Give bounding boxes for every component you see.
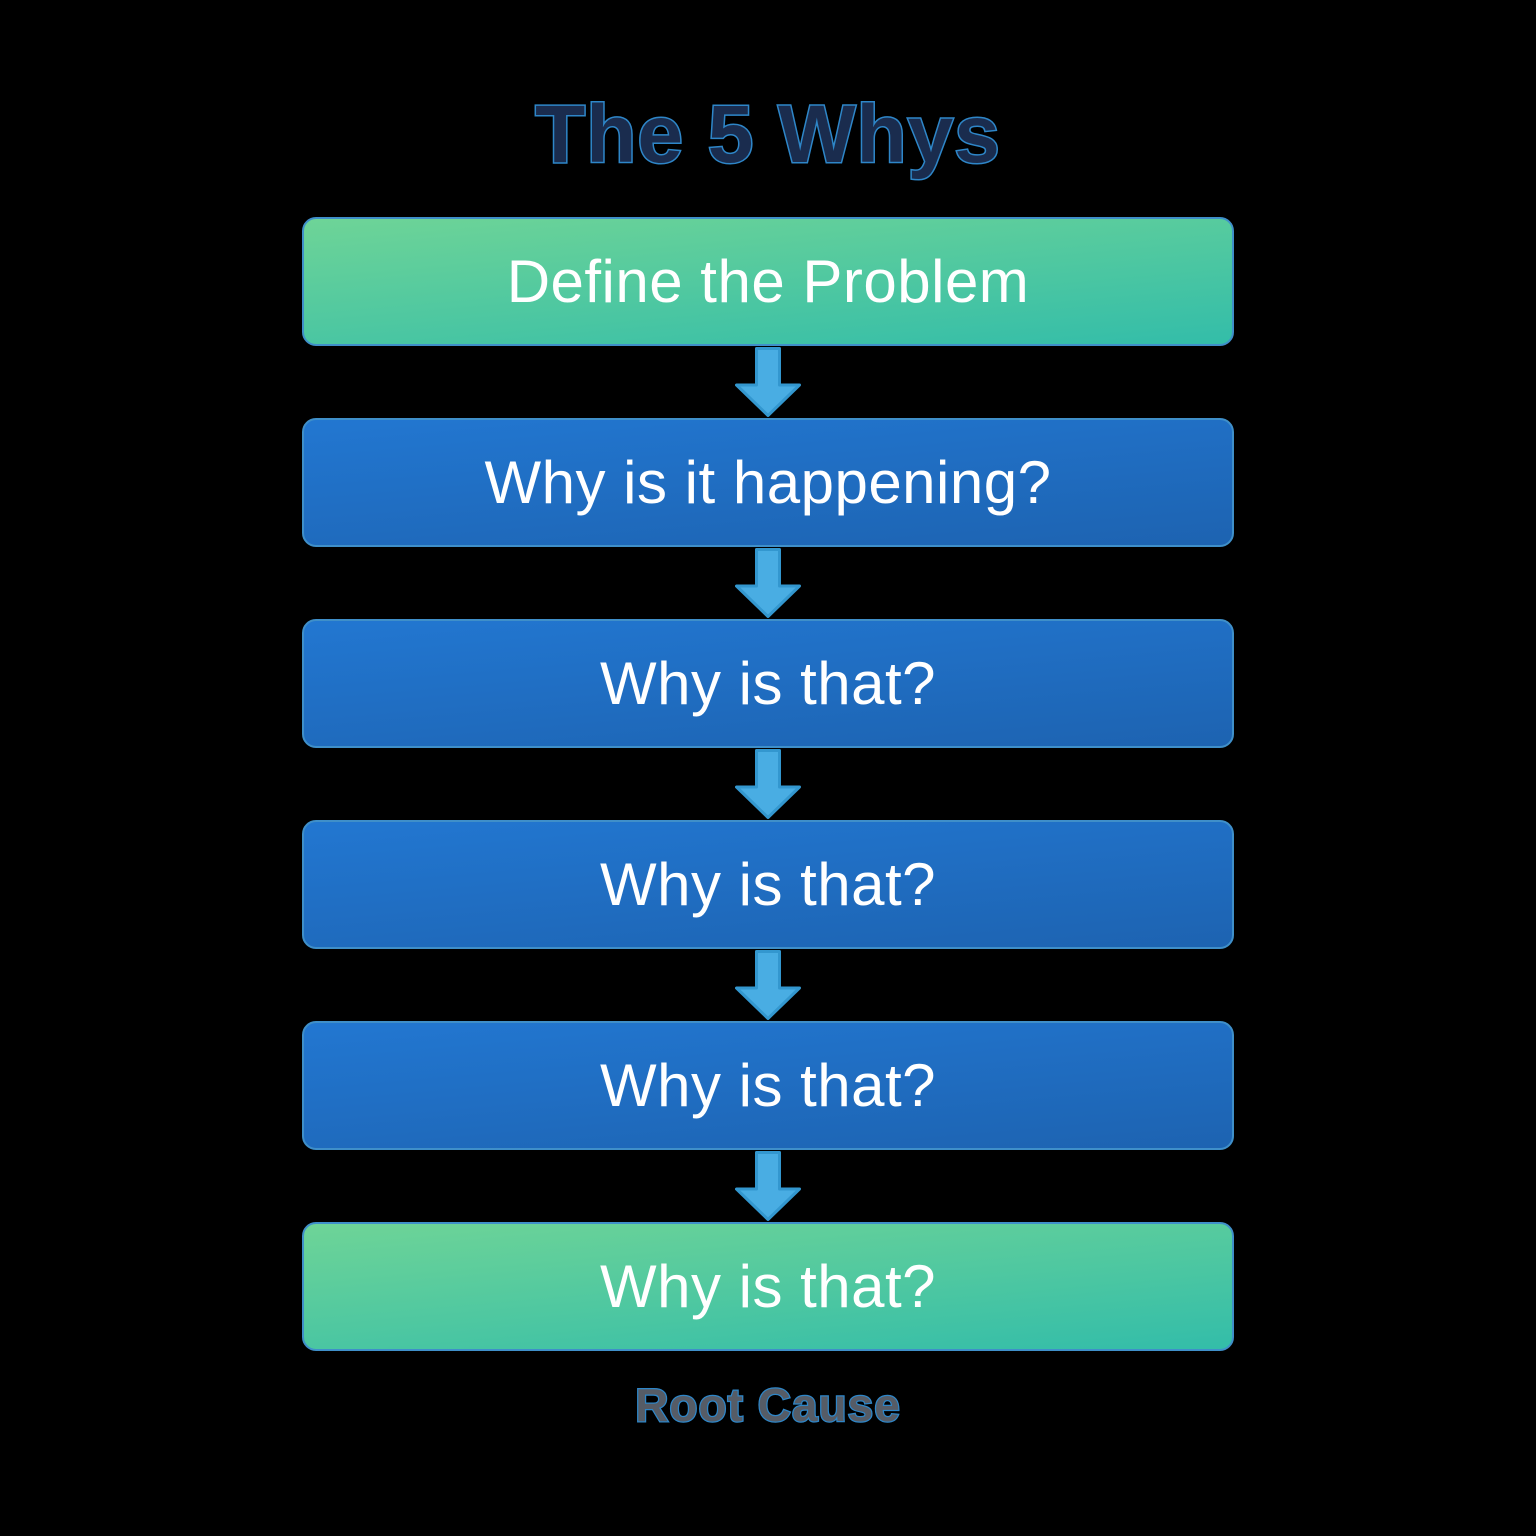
step-label: Why is that?	[599, 1253, 937, 1320]
step-label: Why is that?	[599, 851, 937, 918]
down-arrow-icon	[302, 748, 1234, 820]
step-label: Define the Problem	[506, 248, 1030, 315]
step-why-1: Why is it happening?	[302, 418, 1234, 547]
step-label: Why is that?	[599, 1052, 937, 1119]
down-arrow-icon	[302, 547, 1234, 619]
down-arrow-icon	[302, 1150, 1234, 1222]
step-label: Why is that?	[599, 650, 937, 717]
step-why-3: Why is that?	[302, 820, 1234, 949]
down-arrow-icon	[302, 949, 1234, 1021]
step-why-2: Why is that?	[302, 619, 1234, 748]
flowchart: Define the Problem Why is it happening? …	[302, 217, 1234, 1351]
step-why-4: Why is that?	[302, 1021, 1234, 1150]
step-define-problem: Define the Problem	[302, 217, 1234, 346]
page-title: The 5 Whys	[534, 88, 1002, 182]
root-cause-label: Root Cause	[634, 1378, 901, 1433]
step-why-5-root-cause: Why is that?	[302, 1222, 1234, 1351]
step-label: Why is it happening?	[484, 449, 1052, 516]
down-arrow-icon	[302, 346, 1234, 418]
